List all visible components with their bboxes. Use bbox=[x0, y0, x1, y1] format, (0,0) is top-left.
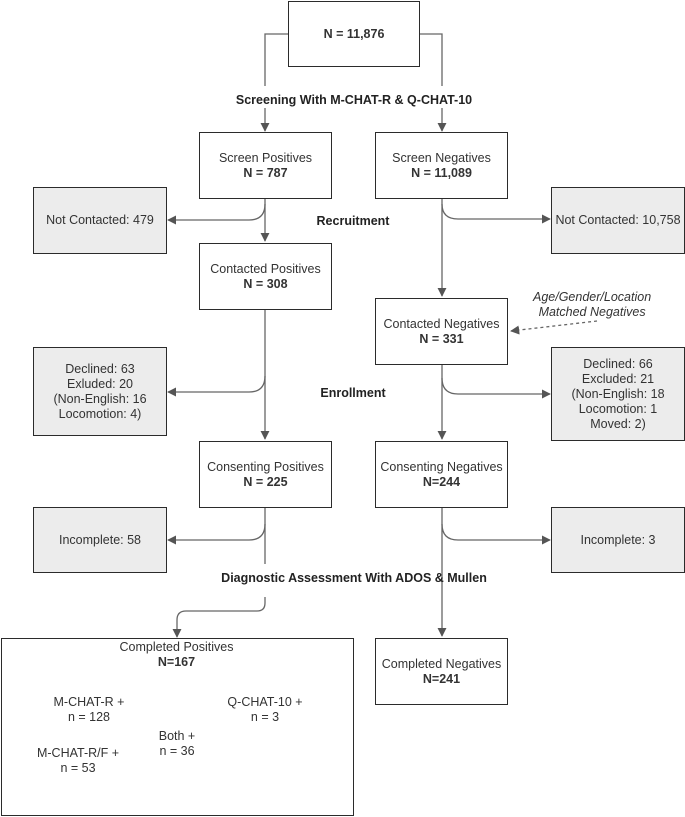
venn-mchat-label: M-CHAT-R + n = 128 bbox=[53, 695, 125, 724]
total-box: N = 11,876 bbox=[288, 1, 420, 67]
incomplete-pos-box: Incomplete: 58 bbox=[33, 507, 167, 573]
screen-negatives-box: Screen Negatives N = 11,089 bbox=[375, 132, 508, 199]
completed-positives-title: Completed Positives N=167 bbox=[119, 640, 234, 669]
arrow-to-completed-positives bbox=[172, 597, 266, 638]
stage-recruitment: Recruitment bbox=[316, 214, 390, 228]
contacted-positives-box: Contacted Positives N = 308 bbox=[199, 243, 332, 310]
line-top-right bbox=[419, 33, 443, 86]
screen-positives-n: N = 787 bbox=[243, 165, 288, 180]
contacted-negatives-n: N = 331 bbox=[419, 331, 464, 346]
consenting-positives-label: Consenting Positives bbox=[207, 459, 324, 474]
screen-positives-label: Screen Positives bbox=[218, 150, 313, 165]
consenting-negatives-box: Consenting Negatives N=244 bbox=[375, 441, 508, 508]
arrow-to-incomplete-neg bbox=[441, 523, 551, 545]
not-contacted-pos-box: Not Contacted: 479 bbox=[33, 187, 167, 254]
completed-negatives-box: Completed Negatives N=241 bbox=[375, 638, 508, 705]
contacted-negatives-box: Contacted Negatives N = 331 bbox=[375, 298, 508, 365]
completed-negatives-label: Completed Negatives bbox=[381, 656, 502, 671]
venn-mchatrf-label: M-CHAT-R/F + n = 53 bbox=[36, 746, 120, 775]
contacted-positives-label: Contacted Positives bbox=[210, 261, 321, 276]
contacted-positives-n: N = 308 bbox=[243, 276, 288, 291]
arrow-matched-note bbox=[510, 320, 598, 335]
stage-screening: Screening With M-CHAT-R & Q-CHAT-10 bbox=[235, 93, 473, 107]
declined-neg-box: Declined: 66 Excluded: 21 (Non-English: … bbox=[551, 347, 685, 441]
not-contacted-neg-box: Not Contacted: 10,758 bbox=[551, 187, 685, 254]
matched-negatives-note: Age/Gender/Location Matched Negatives bbox=[533, 290, 652, 319]
screen-negatives-label: Screen Negatives bbox=[392, 150, 491, 165]
arrow-to-not-contacted-pos bbox=[167, 203, 266, 225]
arrow-to-not-contacted-neg bbox=[441, 203, 551, 224]
declined-pos-box: Declined: 63 Exluded: 20 (Non-English: 1… bbox=[33, 347, 167, 436]
arrow-to-declined-neg bbox=[441, 377, 551, 399]
venn-both-label: Both + n = 36 bbox=[158, 729, 196, 758]
arrow-to-declined-pos bbox=[167, 375, 266, 397]
completed-negatives-n: N=241 bbox=[422, 671, 461, 686]
stage-diagnostic: Diagnostic Assessment With ADOS & Mullen bbox=[221, 571, 487, 585]
consenting-negatives-label: Consenting Negatives bbox=[380, 459, 503, 474]
arrow-to-incomplete-pos bbox=[167, 523, 266, 545]
screen-positives-box: Screen Positives N = 787 bbox=[199, 132, 332, 199]
venn-qchat-label: Q-CHAT-10 + n = 3 bbox=[227, 695, 303, 724]
incomplete-neg-box: Incomplete: 3 bbox=[551, 507, 685, 573]
line-top-left bbox=[264, 33, 289, 86]
stage-enrollment: Enrollment bbox=[320, 386, 386, 400]
consenting-positives-n: N = 225 bbox=[243, 474, 288, 489]
consenting-positives-box: Consenting Positives N = 225 bbox=[199, 441, 332, 508]
contacted-negatives-label: Contacted Negatives bbox=[383, 316, 500, 331]
screen-negatives-n: N = 11,089 bbox=[411, 165, 472, 180]
consenting-negatives-n: N=244 bbox=[422, 474, 461, 489]
completed-positives-box bbox=[1, 638, 354, 816]
